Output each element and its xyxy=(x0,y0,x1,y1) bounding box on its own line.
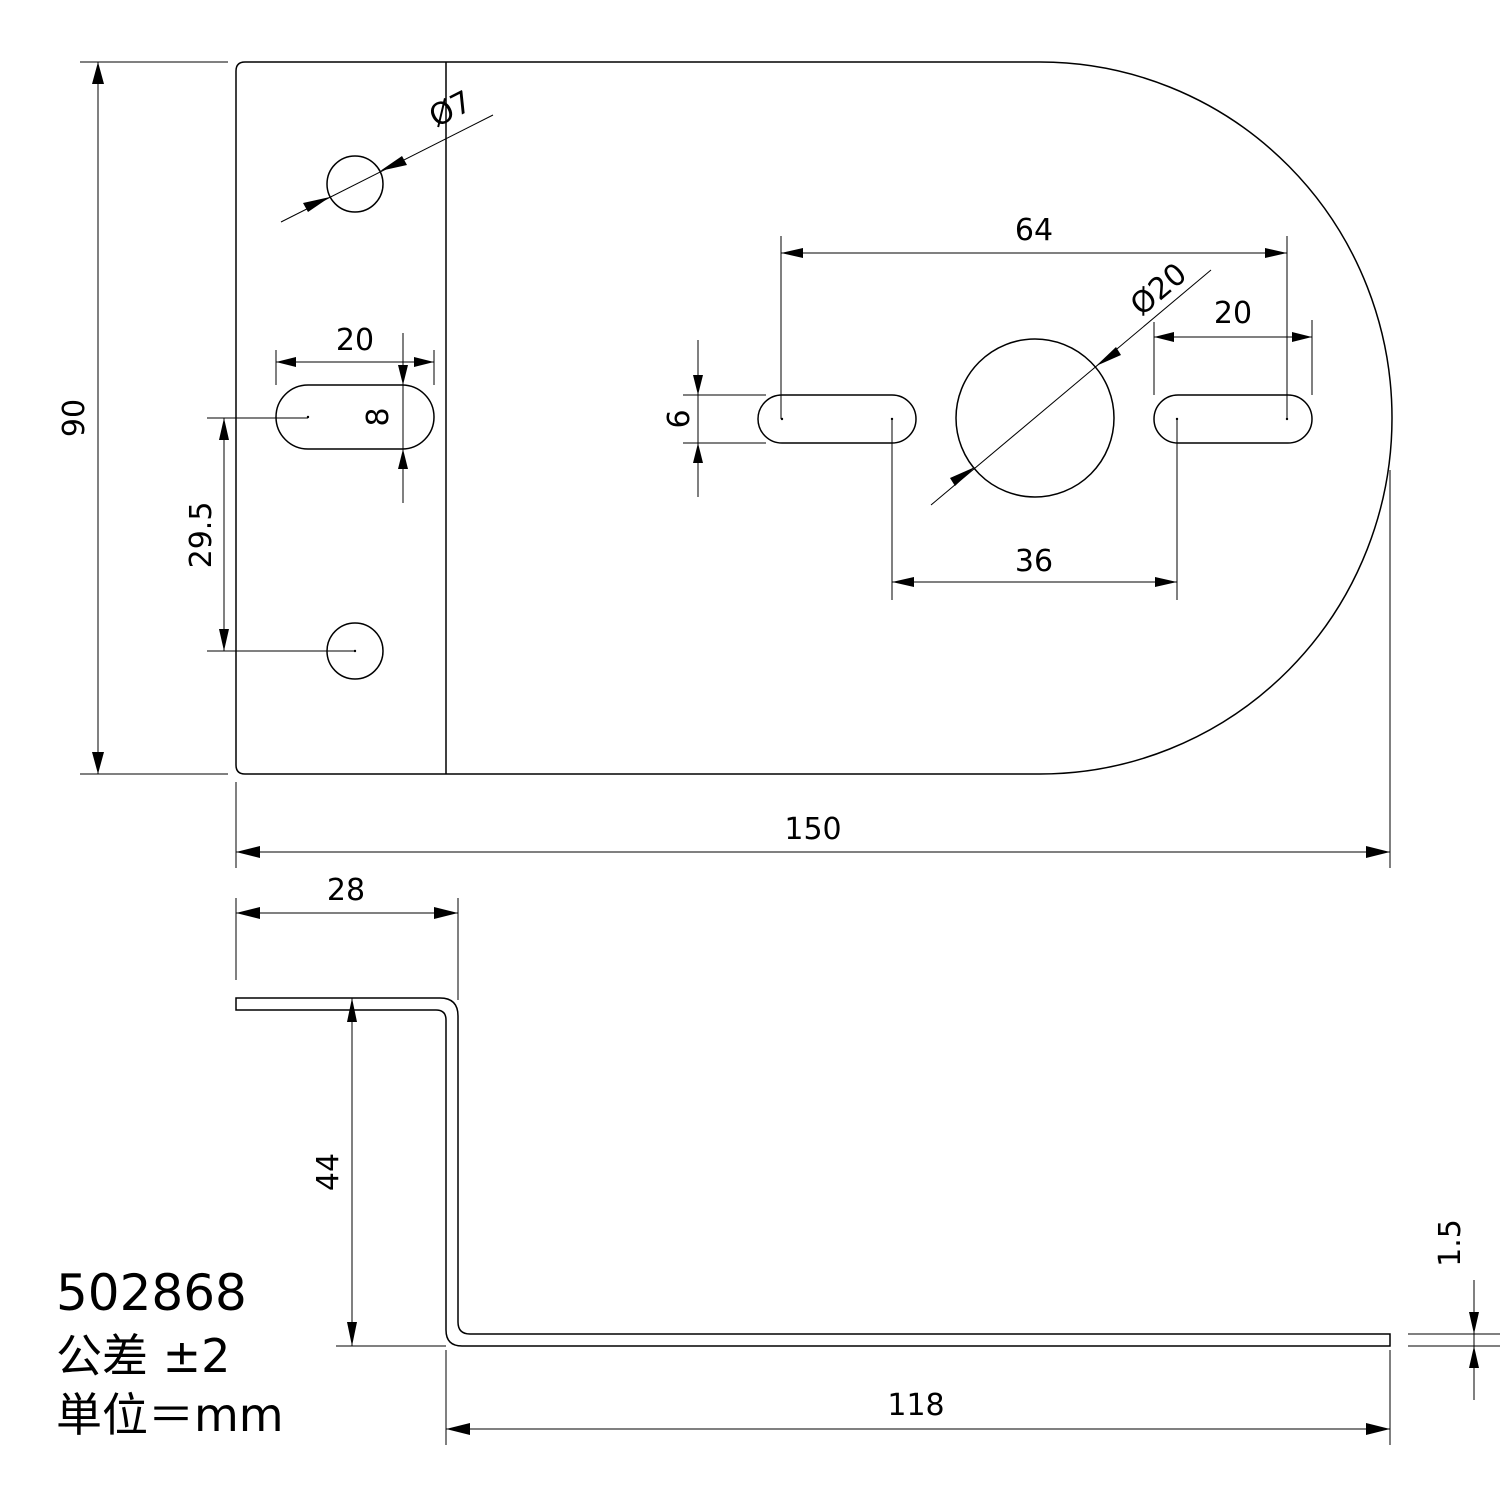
slot-center-right xyxy=(1153,394,1313,444)
plate-outline xyxy=(235,61,1393,775)
dim-36-label: 36 xyxy=(1015,544,1053,579)
dim-offset-height: 44 xyxy=(311,998,446,1347)
part-number: 502868 xyxy=(56,1264,247,1322)
dim-150-label: 150 xyxy=(784,812,841,847)
slot-center-left xyxy=(757,394,917,444)
side-view: 28 44 1.5 118 xyxy=(235,873,1500,1445)
dim-6-label: 6 xyxy=(662,409,697,428)
dim-slot-width: 6 xyxy=(662,340,766,497)
dim-44-label: 44 xyxy=(311,1153,346,1191)
unit-note: 単位＝mm xyxy=(56,1388,284,1442)
tolerance-note: 公差 ±2 xyxy=(56,1329,231,1383)
top-view: 90 Ø7 20 8 xyxy=(57,61,1393,868)
dim-slot-left-width: 8 xyxy=(361,333,408,503)
dim-8-label: 8 xyxy=(361,407,396,426)
slot-left xyxy=(275,384,435,450)
dim-90-label: 90 xyxy=(57,399,92,437)
hole-top-left xyxy=(326,155,384,213)
dim-118-label: 118 xyxy=(887,1388,944,1423)
center-hole xyxy=(955,338,1115,498)
center-marks xyxy=(306,415,1289,653)
dim-flange-length: 28 xyxy=(235,873,459,1000)
bracket-profile xyxy=(235,997,1391,1347)
break-lines xyxy=(1408,1333,1500,1347)
dim-20-left-label: 20 xyxy=(336,323,374,358)
dim-slot-inner-spacing: 36 xyxy=(891,419,1178,600)
dim-slot-outer-spacing: 64 xyxy=(780,213,1288,419)
dim-29-5-label: 29.5 xyxy=(184,502,219,569)
dim-64-label: 64 xyxy=(1015,213,1053,248)
dim-slot-right-length: 20 xyxy=(1153,296,1313,395)
dim-hole-small-dia: Ø7 xyxy=(280,84,494,223)
dim-d20-label: Ø20 xyxy=(1124,256,1194,323)
dim-base-length: 118 xyxy=(445,1350,1391,1445)
dim-overall-height: 90 xyxy=(57,61,228,775)
dim-slot-left-length: 20 xyxy=(275,323,435,385)
dim-overall-length: 150 xyxy=(235,470,1391,868)
dim-1-5-label: 1.5 xyxy=(1433,1219,1468,1267)
dim-hole-spacing: 29.5 xyxy=(184,417,355,652)
dim-thickness: 1.5 xyxy=(1433,1219,1479,1400)
dim-20-right-label: 20 xyxy=(1214,296,1252,331)
dim-28-label: 28 xyxy=(327,873,365,908)
